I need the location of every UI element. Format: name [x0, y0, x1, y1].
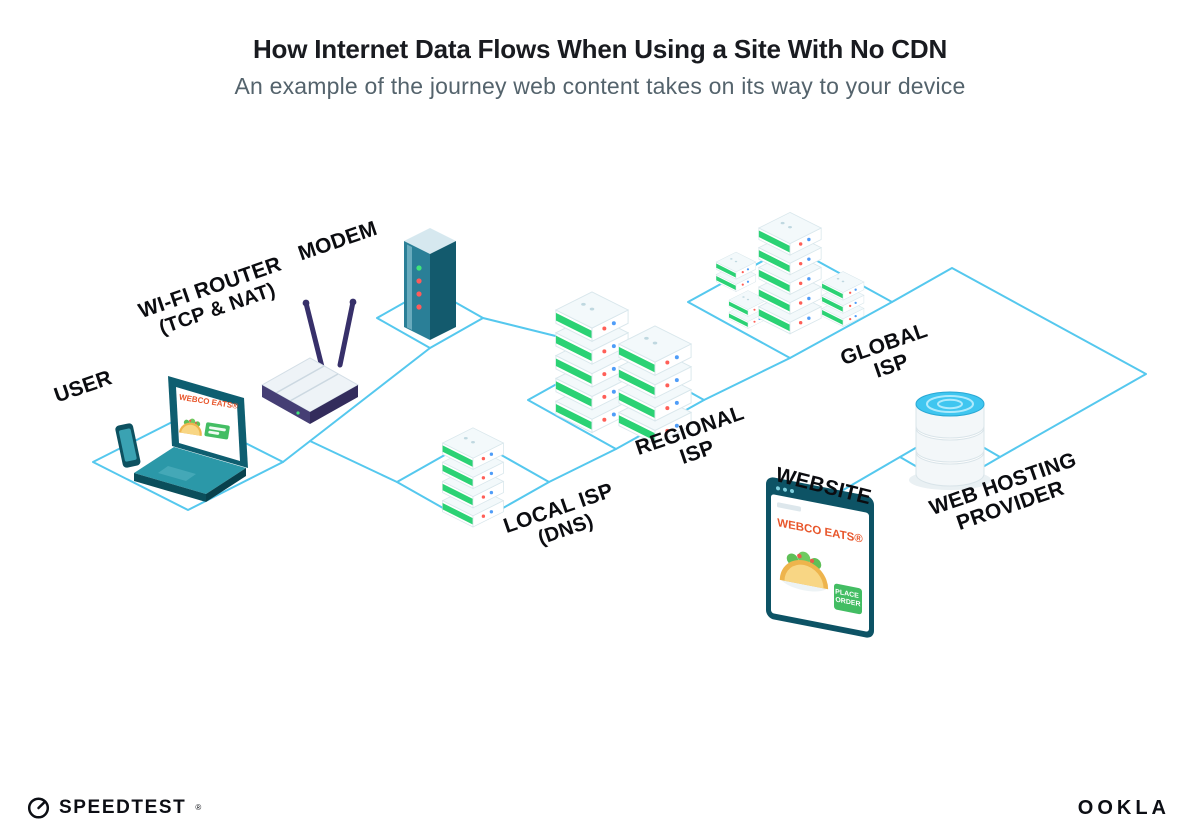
speedtest-wordmark: SPEEDTEST: [59, 796, 187, 818]
local-isp-server: [442, 428, 504, 528]
connector-local-regional: [548, 448, 617, 483]
connector-regional-global: [703, 357, 791, 401]
browser-dot: [790, 489, 794, 494]
browser-dot: [776, 486, 780, 491]
website-browser-window: WEBCO EATS® PLACE ORDER: [766, 477, 874, 638]
router-led: [296, 411, 300, 415]
router-antenna: [337, 299, 356, 368]
connector-router-local: [309, 440, 398, 483]
browser-dot: [783, 487, 787, 492]
modem-led-red: [416, 291, 422, 297]
speedtest-logo: SPEEDTEST ®: [26, 795, 203, 820]
ookla-wordmark: OOKLA: [1077, 797, 1170, 819]
connector-user-modem: [282, 347, 431, 463]
page-title: How Internet Data Flows When Using a Sit…: [252, 34, 948, 64]
router-antenna: [303, 300, 325, 370]
connector-global-hosting: [891, 267, 1147, 458]
speedtest-gauge-icon: [27, 797, 50, 819]
svg-text:PLACE ORDER: PLACE ORDER: [835, 588, 861, 608]
user-phone: [115, 423, 141, 468]
header: How Internet Data Flows When Using a Sit…: [0, 34, 1200, 100]
wifi-router-device: [260, 298, 360, 424]
registered-mark: ®: [195, 803, 203, 812]
modem-device: [404, 228, 456, 340]
modem-led-red: [416, 304, 422, 310]
regional-isp-servers: [555, 292, 692, 445]
web-hosting-database: [909, 391, 991, 490]
page-subtitle: An example of the journey web content ta…: [234, 73, 966, 99]
modem-led-green: [416, 265, 422, 271]
place-order-button: [834, 583, 862, 615]
ookla-logo: OOKLA: [1078, 797, 1170, 820]
global-isp-servers: [715, 212, 865, 335]
user-laptop-device: WEBCO EATS®: [115, 376, 248, 502]
modem-led-red: [416, 278, 422, 284]
